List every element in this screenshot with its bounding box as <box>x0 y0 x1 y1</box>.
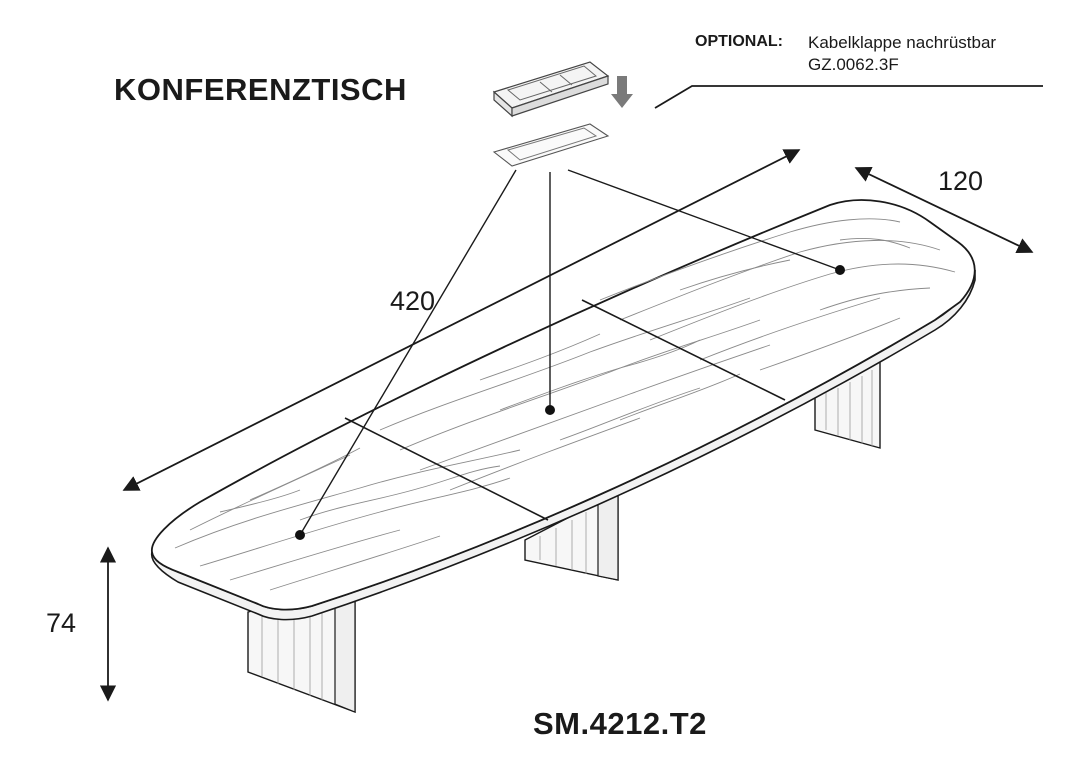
optional-leader-line <box>654 85 1043 109</box>
down-arrow-icon <box>611 76 633 108</box>
height-dimension-label: 74 <box>46 608 77 638</box>
optional-article-code: GZ.0062.3F <box>808 55 899 74</box>
model-number: SM.4212.T2 <box>533 706 707 741</box>
optional-description: Kabelklappe nachrüstbar <box>808 33 997 52</box>
cable-flap-position-marker <box>545 405 555 415</box>
cable-flap-icon <box>492 61 610 167</box>
length-dimension-label: 420 <box>390 286 436 316</box>
cable-flap-position-marker <box>295 530 305 540</box>
length-dimension-arrow <box>122 149 801 491</box>
width-dimension-label: 120 <box>938 166 984 196</box>
optional-label: OPTIONAL: <box>695 33 783 50</box>
width-dimension-arrow <box>854 166 1034 254</box>
product-title: KONFERENZTISCH <box>114 72 407 107</box>
cable-flap-position-marker <box>835 265 845 275</box>
